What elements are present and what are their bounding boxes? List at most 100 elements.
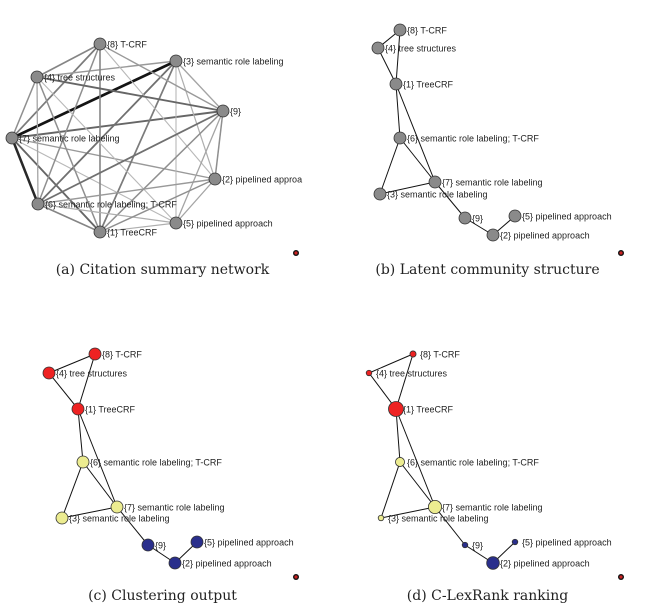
corner-glyph-icon: [293, 250, 299, 256]
node-label-9: {9}: [472, 541, 483, 551]
edge-7-9: [434, 181, 466, 219]
node-label-7: {7} semantic role labeling: [442, 503, 543, 513]
node-label-8: {8} T-CRF: [420, 350, 460, 360]
node-3: [377, 514, 385, 522]
node-label-6: {6} semantic role labeling; T-CRF: [407, 458, 539, 468]
node-label-3: {3} semantic role labeling: [387, 190, 488, 200]
node-9: [216, 104, 230, 118]
node-label-2: {2} pipelined approach: [182, 559, 272, 569]
node-5: [169, 216, 183, 230]
panel-latent-community-structure: {8} T-CRF {4} tree structures {1} TreeCRF {…: [325, 0, 650, 305]
edge-8-6: [37, 43, 101, 205]
node-7: [428, 175, 442, 189]
edge-8-1: [395, 29, 401, 85]
node-label-2: {2} pipelined approach: [500, 231, 590, 241]
node-1: [71, 402, 85, 416]
node-label-8: {8} T-CRF: [407, 26, 447, 36]
node-label-1: {1} TreeCRF: [403, 80, 454, 90]
node-4: [42, 366, 56, 380]
edge-1-6: [77, 408, 84, 463]
node-8: [88, 347, 102, 361]
node-label-3: {3} semantic role labeling: [183, 57, 284, 67]
node-9: [461, 541, 469, 549]
edge-3-7: [379, 181, 436, 195]
edge-8-2: [99, 43, 216, 180]
node-6: [76, 455, 90, 469]
node-4: [30, 70, 44, 84]
edge-1-7: [77, 408, 118, 508]
edge-7-3: [11, 59, 177, 140]
node-7: [110, 500, 124, 514]
edge-3-6: [37, 60, 177, 205]
node-4: [365, 369, 373, 377]
node-label-8: {8} T-CRF: [107, 40, 147, 50]
edge-3-7: [380, 506, 436, 519]
node-7: [427, 499, 443, 515]
node-9: [141, 538, 155, 552]
edge-8-1: [77, 353, 96, 410]
edge-8-4: [48, 353, 96, 374]
edge-7-2: [11, 137, 216, 180]
node-8: [93, 37, 107, 51]
corner-glyph-icon: [293, 574, 299, 580]
edge-2-5: [175, 178, 216, 224]
caption-a: (a) Citation summary network: [55, 262, 270, 278]
node-label-9: {9}: [472, 214, 483, 224]
edge-6-7: [82, 461, 118, 508]
node-label-6: {6} semantic role labeling; T-CRF: [407, 134, 539, 144]
edge-3-4: [36, 60, 177, 78]
node-6: [395, 457, 405, 467]
node-4: [371, 41, 385, 55]
node-label-3: {3} semantic role labeling: [69, 514, 170, 524]
node-6: [31, 197, 45, 211]
node-label-7: {7} semantic role labeling: [442, 178, 543, 188]
edge-8-4: [36, 43, 101, 78]
network-graph-b: {8} T-CRF {4} tree structures {1} TreeCRF {…: [371, 23, 624, 256]
node-label-6: {6} semantic role labeling; T-CRF: [90, 458, 222, 468]
edge-1-6: [395, 83, 401, 139]
edge-4-1: [36, 76, 101, 233]
edge-1-5: [99, 222, 177, 233]
node-3: [373, 187, 387, 201]
node-1: [388, 401, 404, 417]
node-label-4: {4} tree structures: [385, 44, 457, 54]
network-graph-d: {8} T-CRF{4} tree structures{1} TreeCRF{…: [365, 350, 624, 580]
node-label-9: {9}: [155, 541, 166, 551]
node-label-5: {5} pipelined approach: [183, 219, 273, 229]
node-1: [93, 225, 107, 239]
edge-8-9: [99, 43, 224, 112]
corner-glyph-icon: [618, 574, 624, 580]
node-label-8: {8} T-CRF: [102, 350, 142, 360]
node-label-4: {4} tree structures: [56, 369, 128, 379]
node-8: [393, 23, 407, 37]
edge-7-9: [11, 110, 224, 139]
edge-7-4: [11, 76, 38, 139]
node-label-7: {7} semantic role labeling: [19, 134, 120, 144]
edge-1-7: [395, 83, 436, 183]
node-label-1: {1} TreeCRF: [107, 228, 158, 238]
node-3: [55, 511, 69, 525]
node-6: [393, 131, 407, 145]
corner-glyph-icon: [618, 250, 624, 256]
node-label-4: {4} tree structures: [376, 369, 448, 379]
panel-c-lexrank-ranking: {8} T-CRF{4} tree structures{1} TreeCRF{…: [325, 305, 650, 610]
node-7: [5, 131, 19, 145]
edge-4-1: [48, 372, 79, 410]
edge-4-6: [36, 76, 39, 205]
edge-6-5: [37, 203, 177, 224]
edge-6-7: [399, 137, 436, 183]
edge-3-2: [175, 60, 216, 180]
node-label-2: {2} pipelined approa: [222, 175, 302, 185]
network-graph-c: {8} T-CRF{4} tree structures{1} TreeCRF{…: [42, 347, 299, 580]
edge-8-1: [395, 353, 414, 410]
edge-4-5: [36, 76, 177, 224]
edge-6-1: [37, 203, 101, 233]
edge-7-8: [11, 43, 101, 139]
caption-d: (d) C-LexRank ranking: [406, 588, 569, 604]
edge-9-5: [175, 110, 224, 224]
node-label-6: {6} semantic role labeling; T-CRF: [45, 200, 177, 210]
node-label-5: {5} pipelined approach: [522, 212, 612, 222]
node-2: [486, 228, 500, 242]
edge-3-9: [175, 60, 224, 112]
